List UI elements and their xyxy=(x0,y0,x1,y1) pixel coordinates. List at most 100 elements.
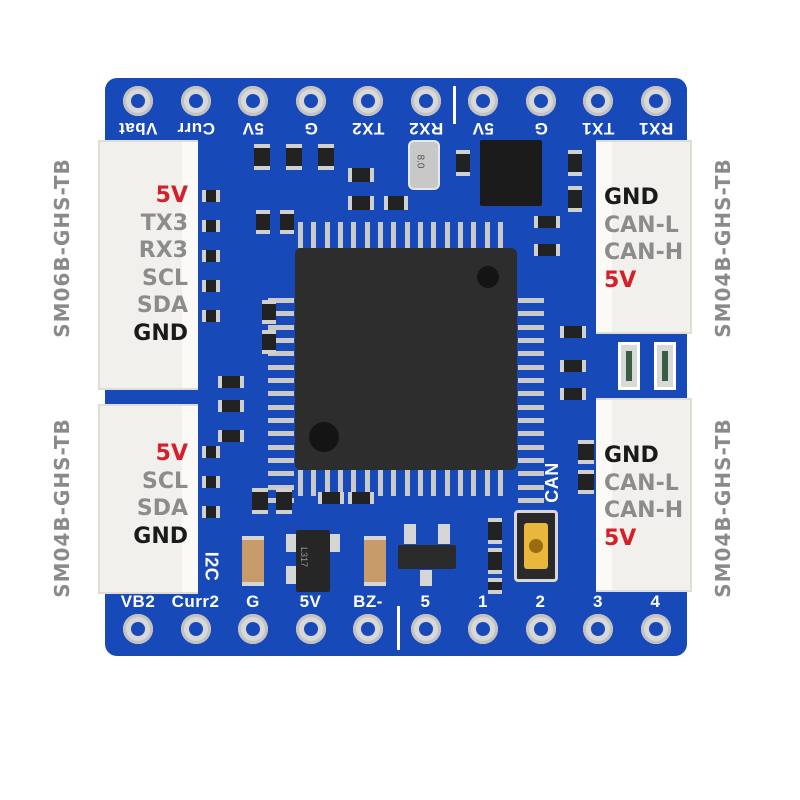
resistor xyxy=(560,360,586,372)
top-pad[interactable] xyxy=(410,86,441,116)
connector-pin-strip xyxy=(596,142,612,332)
resistor xyxy=(256,210,270,234)
boot-button[interactable] xyxy=(514,510,558,582)
top-pad[interactable] xyxy=(353,86,383,116)
chip-leg-bottom xyxy=(444,470,450,496)
chip-leg-left xyxy=(268,444,294,450)
diode-lead xyxy=(404,524,416,544)
boot-button-cap[interactable] xyxy=(524,523,548,569)
crystal-oscillator: 8.0 xyxy=(408,140,440,190)
bottom-pad[interactable] xyxy=(123,614,153,644)
chip-leg-right xyxy=(518,431,544,437)
resistor xyxy=(456,150,470,176)
chip-leg-bottom xyxy=(378,470,383,496)
pin-label-can-l: CAN-L xyxy=(604,470,679,496)
chip-leg-right xyxy=(518,298,544,303)
resistor xyxy=(262,330,276,354)
resistor xyxy=(218,400,244,412)
chip-leg-left xyxy=(268,404,294,410)
pin-label-scl: SCL xyxy=(141,265,188,291)
connector-left-bottom xyxy=(98,404,198,594)
bottom-pad[interactable] xyxy=(295,614,326,644)
resistor xyxy=(202,250,220,262)
capacitor xyxy=(364,536,386,586)
bottom-pad[interactable] xyxy=(525,614,556,644)
chip-leg-right xyxy=(518,364,544,370)
pin-label-gnd: GND xyxy=(604,185,659,210)
bottom-label: 3 xyxy=(593,592,603,611)
bottom-pad[interactable] xyxy=(468,614,498,644)
status-led xyxy=(654,342,676,390)
bottom-pad[interactable] xyxy=(410,614,441,644)
pin-label-5v: 5V xyxy=(604,525,637,551)
pin-label-scl: SCL xyxy=(141,468,188,494)
resistor xyxy=(318,492,344,504)
bottom-pad[interactable] xyxy=(583,614,613,644)
resistor xyxy=(488,518,502,544)
mcu-chip xyxy=(295,248,517,470)
chip-leg-right xyxy=(518,311,544,317)
resistor xyxy=(202,476,220,488)
top-pad[interactable] xyxy=(238,86,268,116)
pin-label-5v: 5V xyxy=(155,441,188,466)
chip-leg-left xyxy=(268,431,294,437)
resistor xyxy=(348,168,374,182)
top-pad[interactable] xyxy=(123,86,153,116)
resistor xyxy=(488,578,502,594)
regulator-tab xyxy=(330,534,340,552)
top-pad[interactable] xyxy=(295,86,326,116)
connector-right-top xyxy=(596,140,692,334)
resistor xyxy=(218,430,244,442)
voltage-regulator: L317 xyxy=(296,530,330,592)
pin-label-can-h: CAN-H xyxy=(604,240,684,265)
bottom-label: BZ- xyxy=(353,592,383,611)
pin-label-sda: SDA xyxy=(136,496,188,521)
chip-leg-top xyxy=(311,222,317,248)
top-pad[interactable] xyxy=(180,86,211,116)
chip-orientation-dot xyxy=(477,266,499,288)
pin-label-can-l: CAN-L xyxy=(604,212,679,238)
chip-leg-bottom xyxy=(351,470,357,496)
chip-leg-top xyxy=(391,222,397,248)
chip-leg-right xyxy=(518,338,544,343)
bottom-label: 2 xyxy=(535,592,546,611)
chip-leg-bottom xyxy=(458,470,463,496)
chip-leg-top xyxy=(458,222,463,248)
regulator-tab xyxy=(286,566,296,584)
chip-leg-right xyxy=(518,324,544,330)
chip-leg-top xyxy=(338,222,343,248)
connector-left-top xyxy=(98,140,198,390)
bottom-pad[interactable] xyxy=(238,614,268,644)
led-lens xyxy=(626,351,632,381)
bottom-label: 4 xyxy=(650,592,661,611)
chip-leg-right xyxy=(518,418,544,423)
chip-leg-left xyxy=(268,298,294,303)
bottom-pad[interactable] xyxy=(353,614,383,644)
chip-leg-top xyxy=(498,222,503,248)
resistor xyxy=(578,440,594,464)
pin-label-rx3: RX3 xyxy=(138,238,188,263)
bottom-pad[interactable] xyxy=(180,614,211,644)
regulator-tab xyxy=(286,534,296,552)
top-pad[interactable] xyxy=(468,86,498,116)
resistor xyxy=(202,446,220,458)
top-pad[interactable] xyxy=(525,86,556,116)
resistor xyxy=(202,310,220,322)
chip-leg-bottom xyxy=(364,470,370,496)
resistor xyxy=(286,144,302,170)
bottom-pad[interactable] xyxy=(640,614,671,644)
resistor xyxy=(276,488,292,514)
resistor xyxy=(262,300,276,324)
diode xyxy=(398,545,456,569)
chip-leg-top xyxy=(351,222,357,248)
bottom-label: VB2 xyxy=(120,592,156,611)
resistor xyxy=(560,388,586,400)
pin-label-gnd: GND xyxy=(133,320,188,346)
resistor xyxy=(348,196,374,210)
chip-leg-bottom xyxy=(391,470,397,496)
top-pad[interactable] xyxy=(640,86,671,116)
diode-lead xyxy=(438,524,450,544)
resistor xyxy=(578,470,594,494)
top-pad[interactable] xyxy=(583,86,613,116)
chip-leg-left xyxy=(268,311,294,317)
